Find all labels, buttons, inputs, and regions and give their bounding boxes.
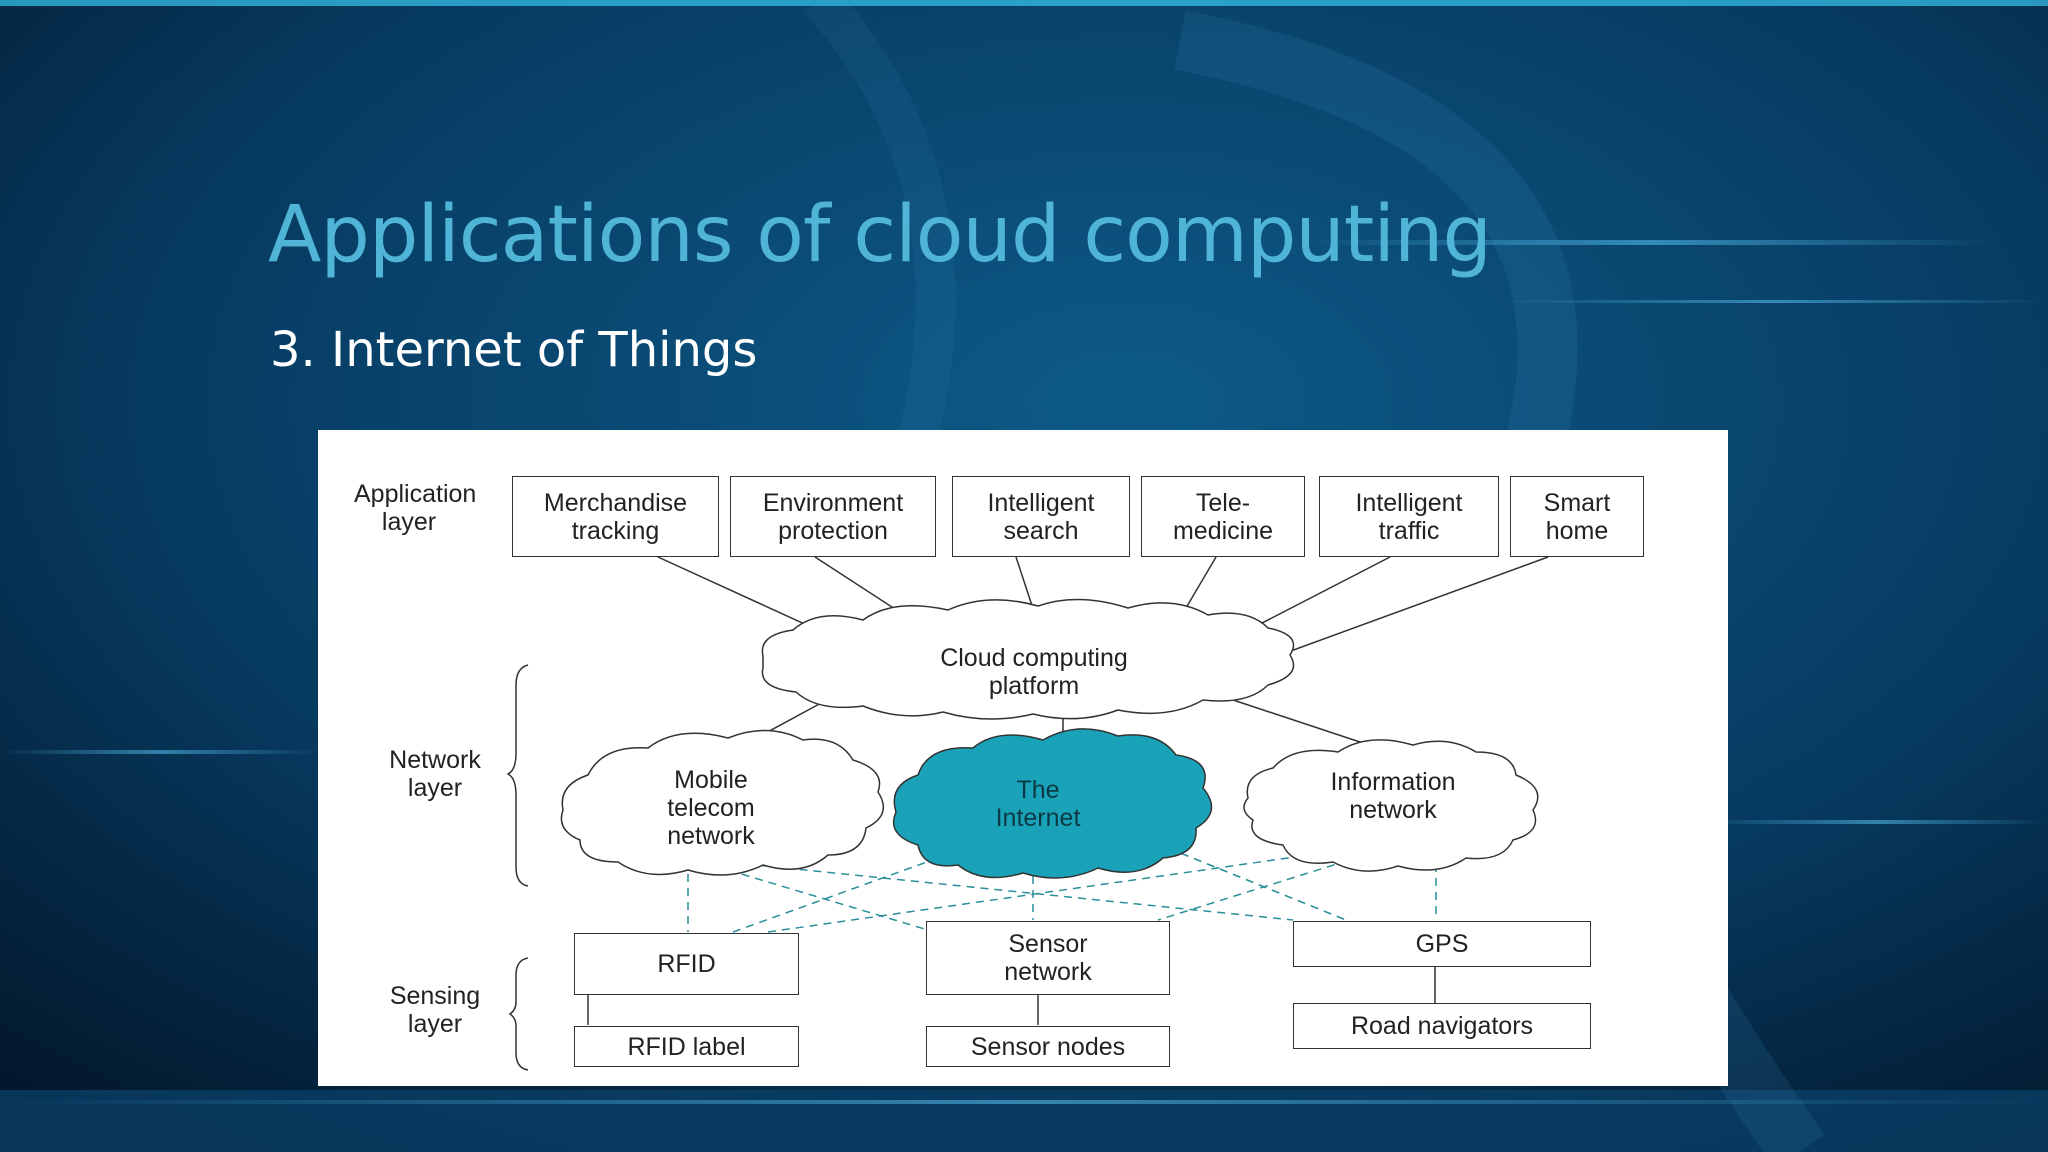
gps-box: GPS — [1293, 921, 1591, 967]
road-navigators-box: Road navigators — [1293, 1003, 1591, 1049]
app-smart-home: Smart home — [1510, 476, 1644, 557]
diagram-connections — [506, 556, 1549, 1071]
sensor-network-box: Sensor network — [926, 921, 1170, 995]
rfid-box: RFID — [574, 933, 799, 995]
slide-title: Applications of cloud computing — [268, 190, 1492, 280]
sensor-nodes-box: Sensor nodes — [926, 1026, 1170, 1067]
app-intelligent-traffic: Intelligent traffic — [1319, 476, 1499, 557]
internet-label: The Internet — [995, 776, 1081, 832]
app-merchandise-tracking: Merchandise tracking — [512, 476, 719, 557]
cloud-platform-shape — [761, 598, 1295, 720]
internet-cloud-shape — [892, 728, 1213, 879]
mobile-network-label: Mobile telecom network — [667, 766, 755, 850]
slide-subtitle: 3. Internet of Things — [270, 322, 758, 378]
mobile-network-shape — [560, 729, 885, 876]
cloud-platform-label: Cloud computing platform — [940, 644, 1128, 700]
application-layer-label: Application layer — [354, 480, 477, 536]
sensing-layer-label: Sensing layer — [389, 982, 481, 1038]
rfid-label-box: RFID label — [574, 1026, 799, 1067]
app-intelligent-search: Intelligent search — [952, 476, 1130, 557]
iot-architecture-diagram: Application layer Network layer Sensing … — [318, 430, 1728, 1086]
app-environment-protection: Environment protection — [730, 476, 936, 557]
information-network-label: Information network — [1330, 768, 1456, 824]
network-layer-label: Network layer — [389, 746, 481, 802]
information-network-shape — [1243, 739, 1539, 872]
app-telemedicine: Tele- medicine — [1141, 476, 1305, 557]
